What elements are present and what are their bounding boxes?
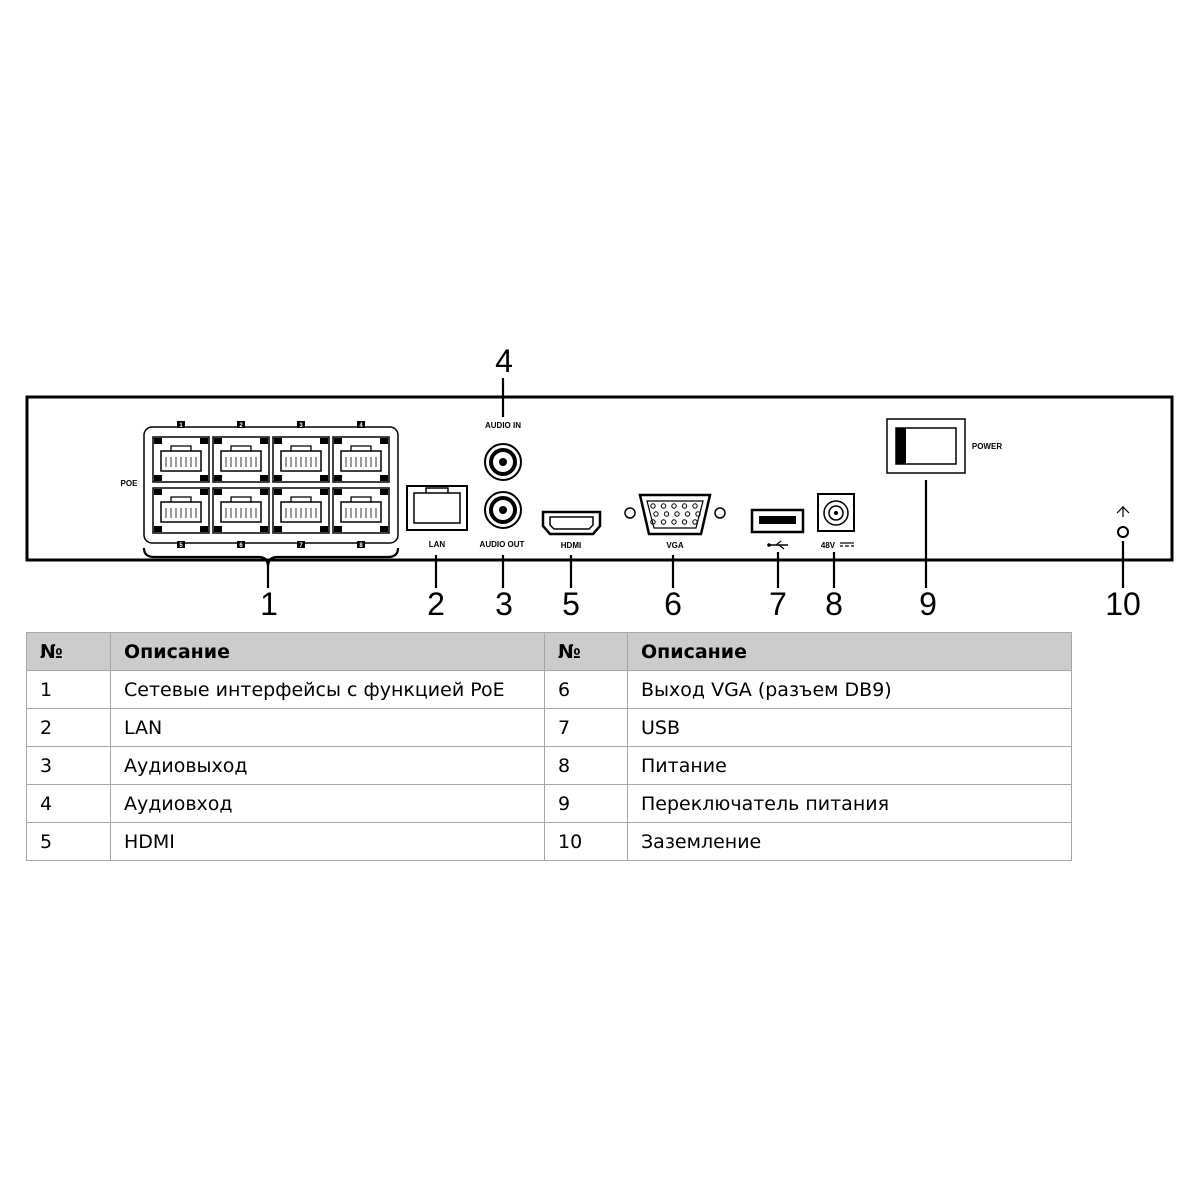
cell-description: Заземление (627, 822, 1072, 861)
table-row: 3 Аудиовыход 8 Питание (26, 746, 1072, 785)
audio-out-port: AUDIO OUT (480, 491, 525, 549)
poe-port (332, 487, 390, 534)
hdmi-label: HDMI (561, 541, 581, 550)
ground-terminal (1116, 506, 1130, 538)
poe-port-number-text: 4 (359, 423, 363, 429)
poe-ports (152, 436, 390, 534)
callout-10: 10 (1105, 586, 1141, 622)
poe-port (272, 487, 330, 534)
cell-description: Аудиовход (110, 784, 545, 823)
poe-port (212, 436, 270, 483)
cell-number: 7 (544, 708, 628, 747)
callout-8: 8 (825, 586, 843, 622)
poe-port-block: POE 1 2 3 4 5 6 7 8 (121, 421, 399, 549)
cell-number: 2 (26, 708, 111, 747)
usb-icon (767, 540, 788, 550)
callout-numbers: 1 2 3 4 5 6 7 8 9 10 (260, 343, 1141, 622)
hdmi-port: HDMI (541, 510, 602, 550)
poe-port-number: 4 (357, 421, 365, 429)
callout-4: 4 (495, 343, 513, 379)
poe-port-number: 3 (297, 421, 305, 429)
lan-port: LAN (406, 485, 468, 549)
cell-description: USB (627, 708, 1072, 747)
power-switch: POWER (886, 418, 1002, 474)
callout-7: 7 (769, 586, 787, 622)
poe-port (212, 487, 270, 534)
poe-port-number: 6 (237, 541, 245, 549)
callout-6: 6 (664, 586, 682, 622)
table-row: 2 LAN 7 USB (26, 708, 1072, 747)
poe-port-number-text: 5 (179, 543, 183, 549)
callout-leaders (142, 378, 1125, 588)
poe-port-number-text: 7 (299, 543, 303, 549)
cell-number: 1 (26, 670, 111, 709)
poe-port-number-text: 6 (239, 543, 243, 549)
poe-port-number-text: 3 (299, 423, 303, 429)
poe-port-number-text: 8 (359, 543, 363, 549)
poe-port (332, 436, 390, 483)
cell-number: 9 (544, 784, 628, 823)
poe-port-number-text: 1 (179, 423, 183, 429)
audio-in-label: AUDIO IN (485, 421, 521, 430)
usb-port (750, 508, 805, 550)
cell-number: 6 (544, 670, 628, 709)
poe-port-number: 2 (237, 421, 245, 429)
cell-description: Переключатель питания (627, 784, 1072, 823)
cell-description: Питание (627, 746, 1072, 785)
cell-number: 8 (544, 746, 628, 785)
header-description: Описание (627, 632, 1072, 671)
callout-9: 9 (919, 586, 937, 622)
cell-description: Выход VGA (разъем DB9) (627, 670, 1072, 709)
cell-description: LAN (110, 708, 545, 747)
dc-power-icon (840, 542, 854, 547)
callout-2: 2 (427, 586, 445, 622)
cell-description: Сетевые интерфейсы с функцией PoE (110, 670, 545, 709)
callout-3: 3 (495, 586, 513, 622)
poe-port-number: 8 (357, 541, 365, 549)
poe-port (152, 487, 210, 534)
power-switch-label: POWER (972, 442, 1002, 451)
poe-port-number-text: 2 (239, 423, 243, 429)
description-table: № Описание № Описание 1 Сетевые интерфей… (26, 632, 1072, 861)
poe-label: POE (121, 479, 139, 488)
callout-5: 5 (562, 586, 580, 622)
poe-port (152, 436, 210, 483)
cell-description: HDMI (110, 822, 545, 861)
cell-number: 10 (544, 822, 628, 861)
ground-icon (1116, 506, 1130, 517)
audio-out-label: AUDIO OUT (480, 540, 525, 549)
poe-port (272, 436, 330, 483)
cell-number: 5 (26, 822, 111, 861)
header-description: Описание (110, 632, 545, 671)
cell-number: 3 (26, 746, 111, 785)
poe-port-numbers: 1 2 3 4 5 6 7 8 (177, 421, 365, 549)
rear-panel-diagram: POE 1 2 3 4 5 6 7 8 LAN AUDIO IN AUDIO OUT HDMI… (25, 343, 1174, 622)
chassis-outline (25, 395, 1174, 562)
cell-description: Аудиовыход (110, 746, 545, 785)
power-input-port: 48V (817, 493, 855, 550)
poe-block-outline (143, 426, 399, 544)
table-row: 4 Аудиовход 9 Переключатель питания (26, 784, 1072, 823)
poe-port-number: 1 (177, 421, 185, 429)
table-row: 5 HDMI 10 Заземление (26, 822, 1072, 861)
table-header-row: № Описание № Описание (26, 632, 1072, 671)
poe-port-number: 7 (297, 541, 305, 549)
poe-port-number: 5 (177, 541, 185, 549)
header-number: № (544, 632, 628, 671)
lan-label: LAN (429, 540, 446, 549)
vga-label: VGA (666, 541, 684, 550)
vga-port: VGA (624, 493, 726, 550)
cell-number: 4 (26, 784, 111, 823)
table-row: 1 Сетевые интерфейсы с функцией PoE 6 Вы… (26, 670, 1072, 709)
header-number: № (26, 632, 111, 671)
audio-in-port: AUDIO IN (484, 421, 522, 481)
callout-1: 1 (260, 586, 278, 622)
power-input-label: 48V (821, 541, 836, 550)
